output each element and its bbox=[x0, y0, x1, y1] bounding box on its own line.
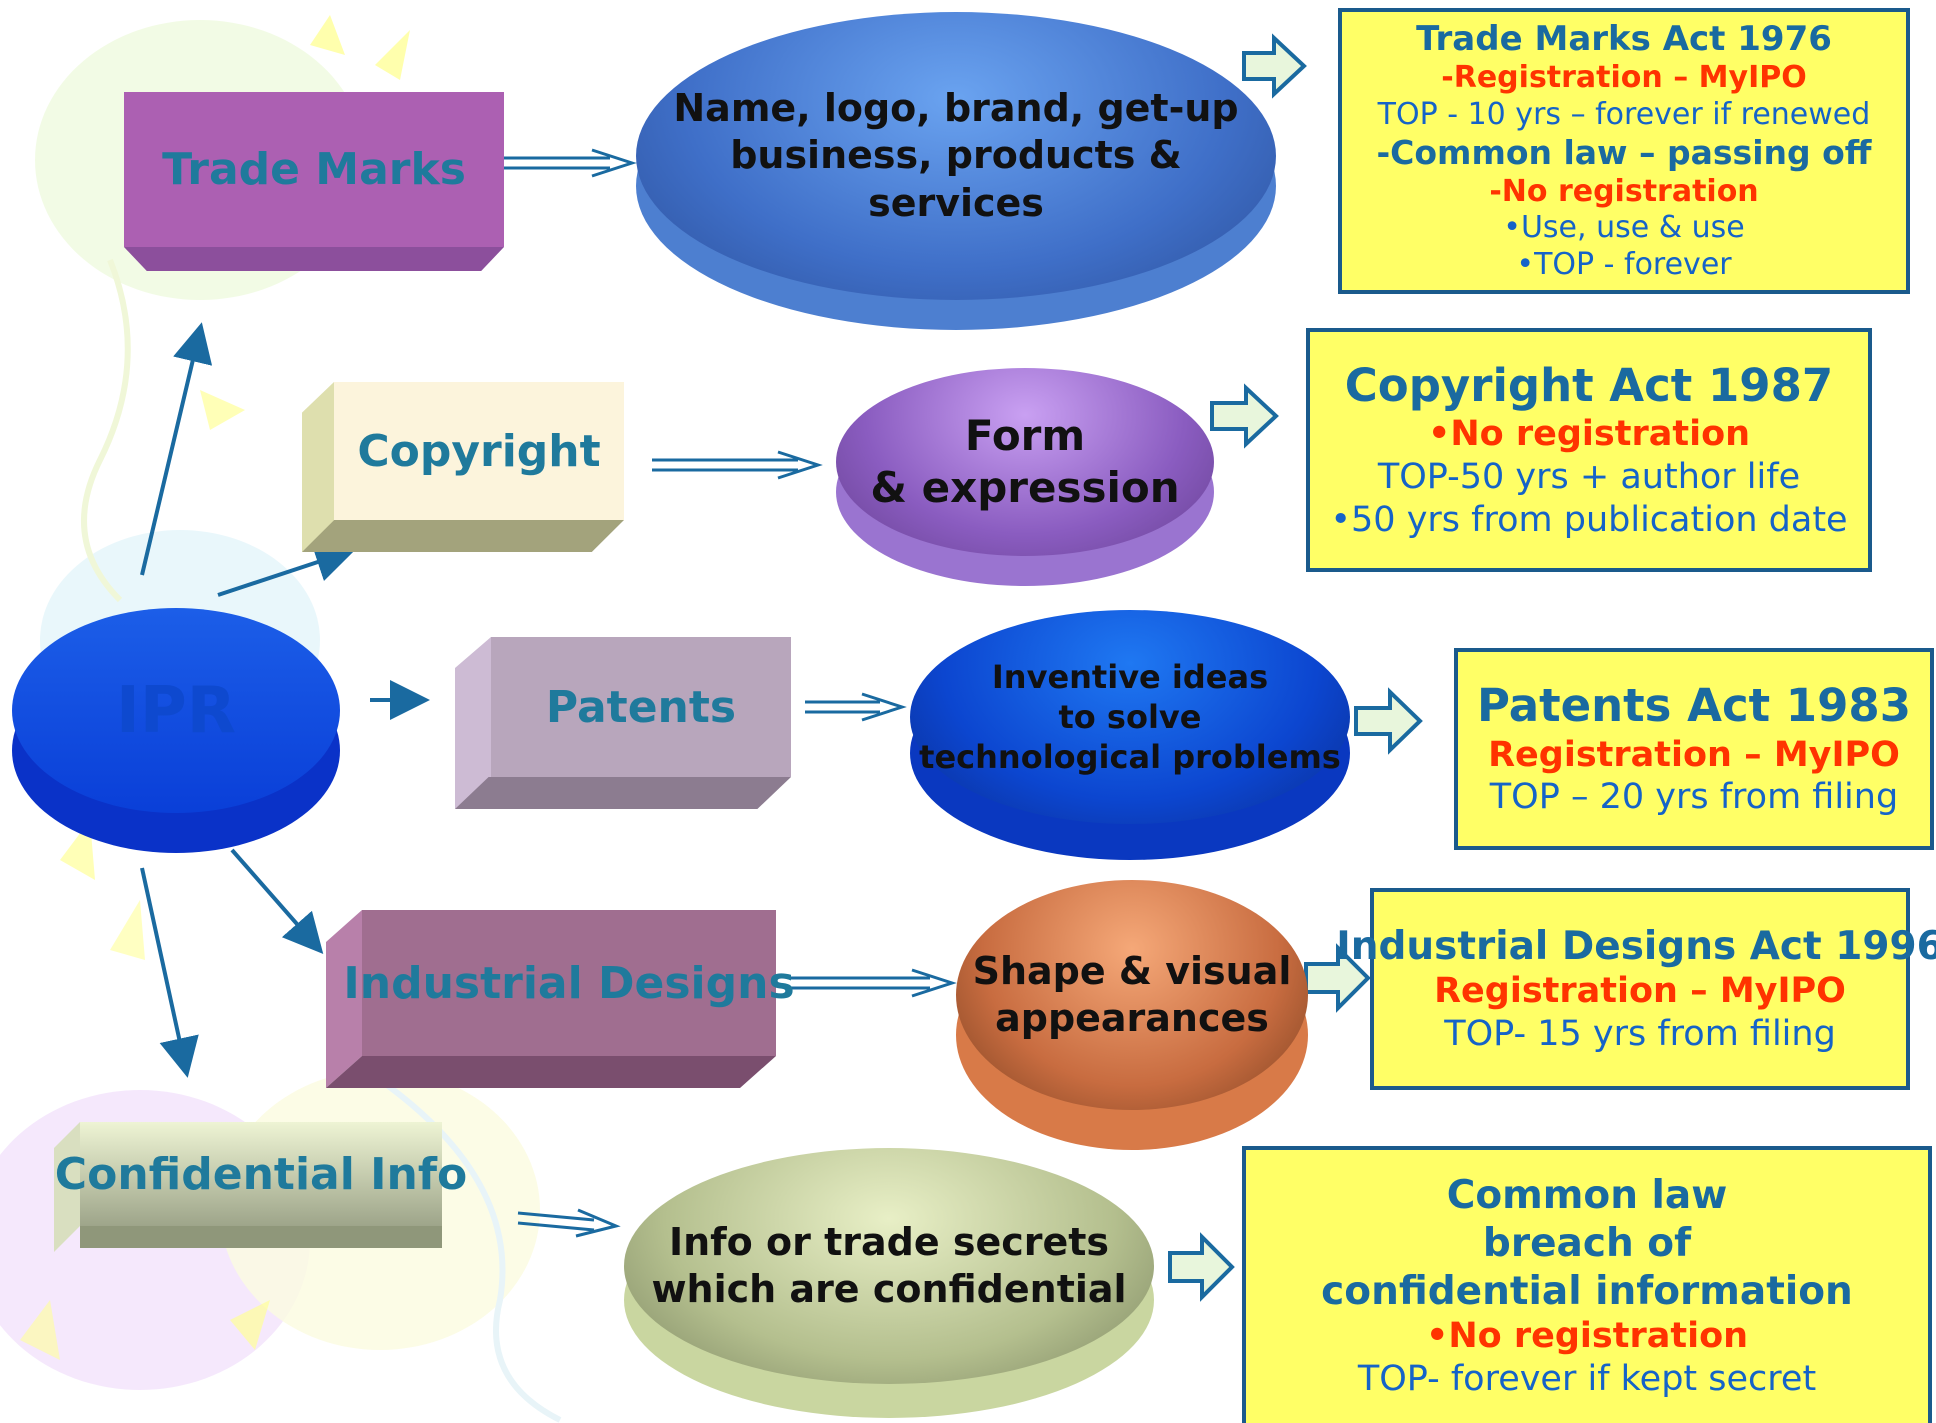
subject-line: Inventive ideas bbox=[991, 658, 1269, 696]
subject-copyright: Form & expression bbox=[836, 368, 1214, 586]
law-line: •50 yrs from publication date bbox=[1330, 499, 1848, 540]
law-line: -No registration bbox=[1489, 173, 1759, 209]
subject-industrial-designs: Shape & visual appearances bbox=[956, 880, 1308, 1150]
category-trademarks: Trade Marks bbox=[124, 92, 504, 272]
law-line: TOP-50 yrs + author life bbox=[1377, 457, 1801, 498]
category-label: Confidential Info bbox=[54, 1148, 468, 1200]
category-label: Patents bbox=[545, 681, 737, 733]
category-patents: Patents bbox=[455, 637, 791, 809]
law-line: Copyright Act 1987 bbox=[1344, 358, 1834, 412]
subject-line: Name, logo, brand, get-up bbox=[673, 85, 1239, 130]
law-line: confidential information bbox=[1321, 1268, 1853, 1314]
subject-line: which are confidential bbox=[651, 1267, 1127, 1311]
subject-confidential: Info or trade secrets which are confiden… bbox=[624, 1148, 1154, 1418]
law-line: TOP – 20 yrs from filing bbox=[1489, 777, 1899, 818]
law-line: Trade Marks Act 1976 bbox=[1416, 18, 1832, 59]
block-arrow-patents bbox=[1354, 687, 1423, 755]
block-arrow-confidential bbox=[1168, 1232, 1235, 1302]
law-line: •TOP - forever bbox=[1516, 246, 1732, 282]
ipr-center-node: IPR bbox=[12, 608, 340, 853]
law-box-copyright: Copyright Act 1987 •No registration TOP-… bbox=[1306, 328, 1872, 572]
law-line: TOP - 10 yrs – forever if renewed bbox=[1377, 96, 1871, 132]
arrow-ipr-designs bbox=[230, 848, 324, 955]
law-box-trademarks: Trade Marks Act 1976 -Registration – MyI… bbox=[1338, 8, 1910, 294]
law-line: breach of bbox=[1482, 1221, 1692, 1267]
law-line: TOP- forever if kept secret bbox=[1357, 1358, 1817, 1399]
category-label: Copyright bbox=[357, 425, 601, 477]
law-line: Industrial Designs Act 1996 bbox=[1336, 923, 1936, 969]
subject-trademarks: Name, logo, brand, get-up business, prod… bbox=[636, 12, 1276, 330]
law-line: -Common law – passing off bbox=[1376, 133, 1872, 173]
law-line: Patents Act 1983 bbox=[1476, 678, 1912, 732]
subject-line: Info or trade secrets bbox=[668, 1219, 1110, 1264]
arrow-ipr-copyright bbox=[217, 543, 356, 597]
law-line: Registration – MyIPO bbox=[1434, 971, 1846, 1012]
double-arrow-designs bbox=[790, 968, 957, 998]
category-confidential-info: Confidential Info bbox=[54, 1122, 467, 1252]
arrow-ipr-confidential bbox=[140, 867, 199, 1078]
category-label: Industrial Designs bbox=[343, 957, 795, 1009]
subject-line: Form bbox=[964, 410, 1086, 460]
double-arrow-trademarks bbox=[504, 148, 637, 178]
subject-line: & expression bbox=[870, 463, 1180, 512]
subject-line: to solve bbox=[1058, 698, 1202, 736]
category-label: Trade Marks bbox=[162, 144, 466, 195]
category-copyright: Copyright bbox=[302, 382, 624, 552]
subject-patents: Inventive ideas to solve technological p… bbox=[910, 610, 1350, 860]
double-arrow-patents bbox=[805, 692, 907, 722]
law-line: Common law bbox=[1446, 1173, 1728, 1219]
subject-line: business, products & services bbox=[730, 133, 1182, 225]
law-line: Registration – MyIPO bbox=[1488, 734, 1900, 775]
law-line: -Registration – MyIPO bbox=[1441, 60, 1807, 96]
category-industrial-designs: Industrial Designs bbox=[326, 910, 795, 1088]
subject-line: Shape & visual bbox=[972, 948, 1292, 993]
block-arrow-trademarks bbox=[1242, 33, 1307, 99]
block-arrow-designs bbox=[1304, 943, 1371, 1013]
ipr-label: IPR bbox=[116, 673, 236, 748]
law-box-industrial-designs: Industrial Designs Act 1996 Registration… bbox=[1336, 888, 1936, 1090]
arrow-ipr-trademarks bbox=[140, 322, 213, 576]
law-box-confidential: Common law breach of confidential inform… bbox=[1242, 1146, 1932, 1423]
subject-line: appearances bbox=[995, 996, 1269, 1040]
double-arrow-confidential bbox=[517, 1208, 621, 1238]
subject-line: technological problems bbox=[919, 738, 1341, 776]
law-line: TOP- 15 yrs from filing bbox=[1444, 1013, 1836, 1054]
law-line: •Use, use & use bbox=[1503, 210, 1745, 246]
law-box-patents: Patents Act 1983 Registration – MyIPO TO… bbox=[1454, 648, 1934, 850]
law-line: •No registration bbox=[1425, 1316, 1749, 1357]
double-arrow-copyright bbox=[652, 450, 823, 480]
block-arrow-copyright bbox=[1210, 383, 1279, 449]
law-line: •No registration bbox=[1427, 414, 1751, 455]
